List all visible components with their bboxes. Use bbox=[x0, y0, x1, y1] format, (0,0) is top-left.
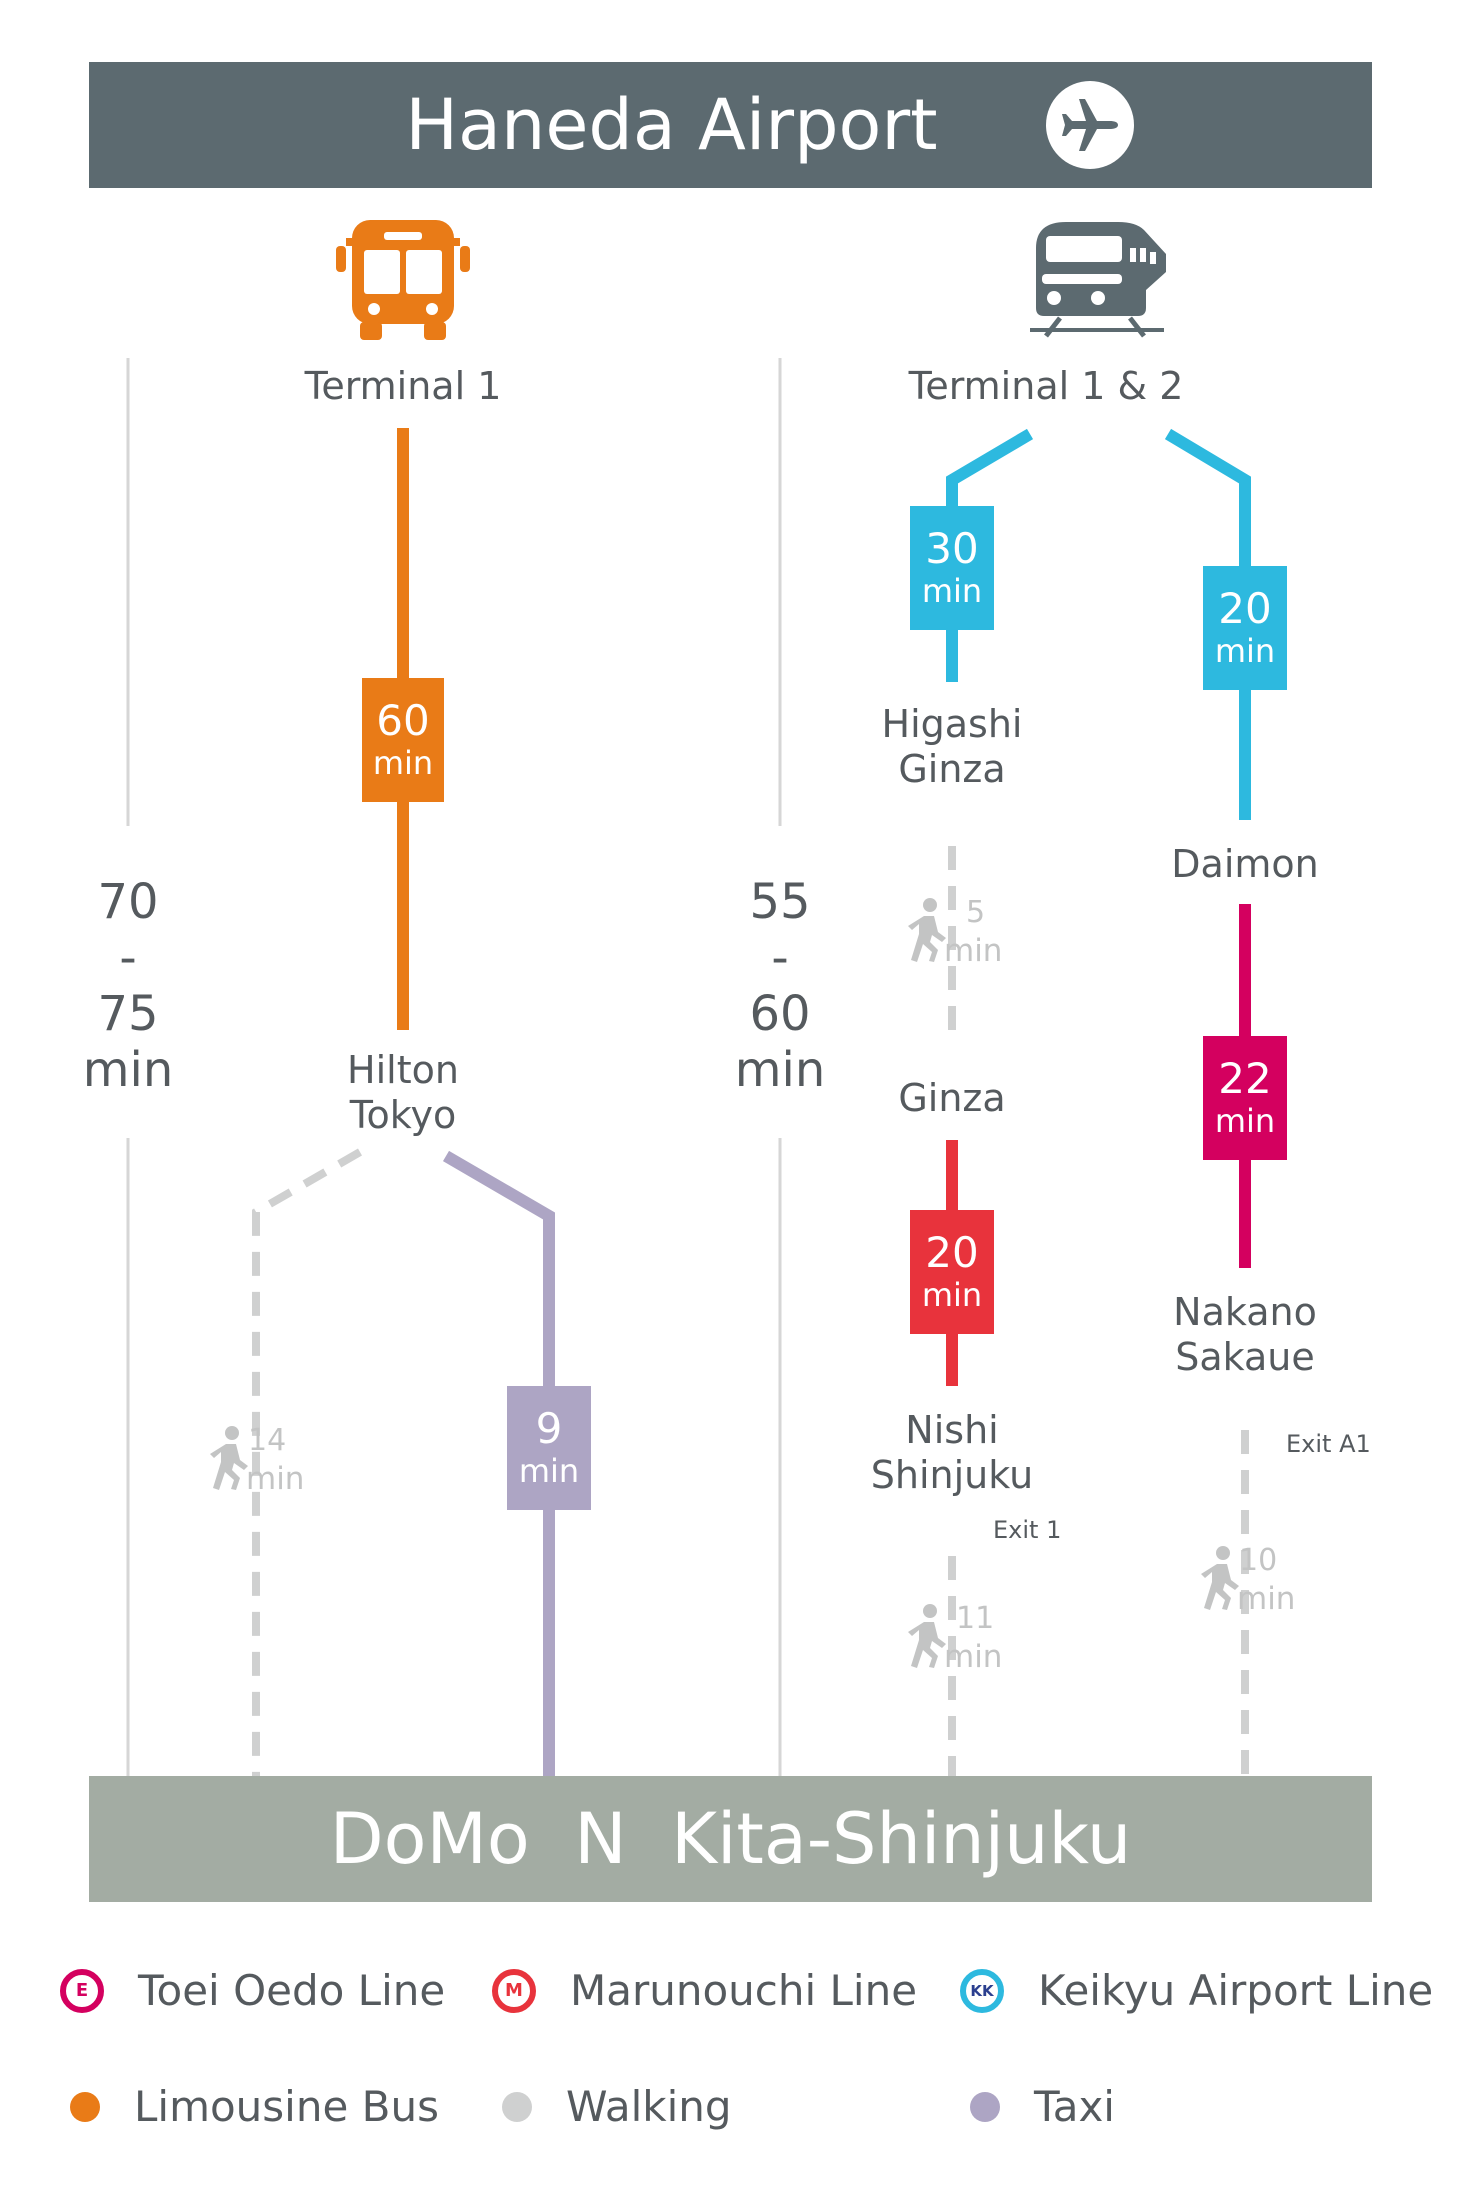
keikyu-left-minutes: 30 bbox=[925, 524, 979, 573]
keikyu-right-badge: 20 min bbox=[1203, 566, 1287, 690]
station-nishi-shinjuku-line1: Nishi bbox=[905, 1408, 999, 1452]
bus-total-sep: - bbox=[119, 930, 137, 986]
legend-walking-label: Walking bbox=[566, 2082, 732, 2131]
walk-higashi-ginza-minutes: 5 bbox=[966, 895, 986, 930]
walking-person-icon bbox=[908, 1604, 946, 1668]
walk-hilton: 14 min bbox=[206, 1424, 316, 1500]
oedo-badge: 22 min bbox=[1203, 1036, 1287, 1160]
walk-route-hilton bbox=[252, 1148, 362, 1776]
walking-person-icon bbox=[210, 1426, 248, 1490]
station-daimon: Daimon bbox=[1171, 842, 1319, 886]
legend-taxi: Taxi bbox=[970, 2082, 1115, 2131]
legend-taxi-label: Taxi bbox=[1034, 2082, 1115, 2131]
walk-higashi-ginza-unit: min bbox=[944, 933, 1003, 969]
train-total-from: 55 bbox=[749, 874, 811, 930]
walk-nishi-shinjuku-minutes: 11 bbox=[956, 1601, 995, 1636]
taxi-time-badge: 9 min bbox=[507, 1386, 591, 1510]
station-nakano-sakaue: Nakano Sakaue bbox=[1095, 1290, 1395, 1380]
header-title: Haneda Airport bbox=[405, 84, 938, 166]
footer-bar: DoMo N Kita-Shinjuku bbox=[89, 1776, 1372, 1902]
legend-marunouchi: M Marunouchi Line bbox=[492, 1966, 917, 2015]
station-hilton-line2: Tokyo bbox=[349, 1093, 457, 1137]
marunouchi-unit: min bbox=[921, 1276, 983, 1314]
legend-keikyu: KK Keikyu Airport Line bbox=[960, 1966, 1433, 2015]
bus-minutes: 60 bbox=[376, 696, 430, 745]
oedo-line-logo: E bbox=[60, 1968, 104, 2013]
marunouchi-minutes: 20 bbox=[925, 1228, 979, 1277]
station-ginza: Ginza bbox=[898, 1076, 1006, 1120]
header-bar: Haneda Airport bbox=[89, 62, 1372, 188]
train-total-time: 55 - 60 min bbox=[700, 874, 860, 1098]
station-nishi-shinjuku: Nishi Shinjuku bbox=[802, 1408, 1102, 1498]
taxi-minutes: 9 bbox=[535, 1404, 563, 1453]
oedo-minutes: 22 bbox=[1218, 1054, 1272, 1103]
orange-dot bbox=[70, 2091, 100, 2122]
train-total-to: 60 bbox=[749, 986, 811, 1042]
keikyu-logo-text: KK bbox=[970, 1981, 994, 2000]
legend-walking: Walking bbox=[502, 2082, 732, 2131]
station-higashi-ginza-line2: Ginza bbox=[898, 747, 1006, 791]
legend-marunouchi-label: Marunouchi Line bbox=[570, 1966, 918, 2015]
taxi-minutes-unit: min bbox=[518, 1452, 580, 1490]
station-nakano-sakaue-line1: Nakano bbox=[1173, 1290, 1317, 1334]
walk-nakano-sakaue-minutes: 10 bbox=[1239, 1543, 1278, 1578]
keikyu-line-right bbox=[1164, 428, 1251, 820]
legend-oedo-label: Toei Oedo Line bbox=[138, 1966, 446, 2015]
walking-person-icon bbox=[908, 898, 946, 962]
taxi-route bbox=[442, 1150, 555, 1776]
station-nakano-sakaue-line2: Sakaue bbox=[1175, 1335, 1315, 1379]
airplane-icon bbox=[1046, 81, 1134, 169]
walking-person-icon bbox=[1201, 1546, 1239, 1610]
bus-total-to: 75 bbox=[97, 986, 159, 1042]
grey-dot bbox=[502, 2091, 532, 2122]
keikyu-right-unit: min bbox=[1214, 632, 1276, 670]
bus-minutes-unit: min bbox=[372, 744, 434, 782]
walk-nakano-sakaue: 10 min bbox=[1197, 1544, 1307, 1620]
walk-nishi-shinjuku-unit: min bbox=[944, 1639, 1003, 1675]
keikyu-line-logo: KK bbox=[960, 1968, 1004, 2013]
walk-hilton-minutes: 14 bbox=[248, 1423, 287, 1458]
train-total-unit: min bbox=[734, 1042, 826, 1098]
walk-nishi-shinjuku: 11 min bbox=[904, 1602, 1014, 1678]
legend-keikyu-label: Keikyu Airport Line bbox=[1038, 1966, 1434, 2015]
bus-icon bbox=[336, 218, 470, 340]
footer-title: DoMo N Kita-Shinjuku bbox=[329, 1798, 1132, 1880]
keikyu-left-unit: min bbox=[921, 572, 983, 610]
bus-time-badge: 60 min bbox=[362, 678, 444, 802]
oedo-logo-text: E bbox=[75, 1980, 89, 2001]
lavender-dot bbox=[970, 2091, 1000, 2122]
marunouchi-logo-text: M bbox=[505, 1980, 523, 2001]
station-hilton-line1: Hilton bbox=[347, 1048, 459, 1092]
legend-limousine-bus: Limousine Bus bbox=[70, 2082, 439, 2131]
legend-limousine-bus-label: Limousine Bus bbox=[134, 2082, 439, 2131]
station-hilton-tokyo: Hilton Tokyo bbox=[253, 1048, 553, 1138]
keikyu-left-badge: 30 min bbox=[910, 506, 994, 630]
walk-nakano-sakaue-unit: min bbox=[1237, 1581, 1296, 1617]
header-title-wrap: Haneda Airport bbox=[89, 62, 1372, 188]
walk-higashi-ginza: 5 min bbox=[904, 896, 1014, 972]
bus-total-from: 70 bbox=[97, 874, 159, 930]
bus-total-time: 70 - 75 min bbox=[48, 874, 208, 1098]
oedo-unit: min bbox=[1214, 1102, 1276, 1140]
marunouchi-badge: 20 min bbox=[910, 1210, 994, 1334]
marunouchi-line-logo: M bbox=[492, 1968, 536, 2013]
train-total-sep: - bbox=[771, 930, 789, 986]
keikyu-right-minutes: 20 bbox=[1218, 584, 1272, 633]
station-nishi-shinjuku-line2: Shinjuku bbox=[870, 1453, 1034, 1497]
station-terminal-1: Terminal 1 bbox=[304, 364, 502, 408]
walk-hilton-unit: min bbox=[246, 1461, 305, 1497]
station-higashi-ginza-line1: Higashi bbox=[881, 702, 1023, 746]
exit-a1-label: Exit A1 bbox=[1286, 1430, 1371, 1458]
station-terminal-1-2: Terminal 1 & 2 bbox=[908, 364, 1184, 408]
legend-oedo: E Toei Oedo Line bbox=[60, 1966, 445, 2015]
exit-1-label: Exit 1 bbox=[993, 1516, 1062, 1544]
train-icon bbox=[1026, 218, 1168, 338]
bus-total-unit: min bbox=[82, 1042, 174, 1098]
station-higashi-ginza: Higashi Ginza bbox=[802, 702, 1102, 792]
